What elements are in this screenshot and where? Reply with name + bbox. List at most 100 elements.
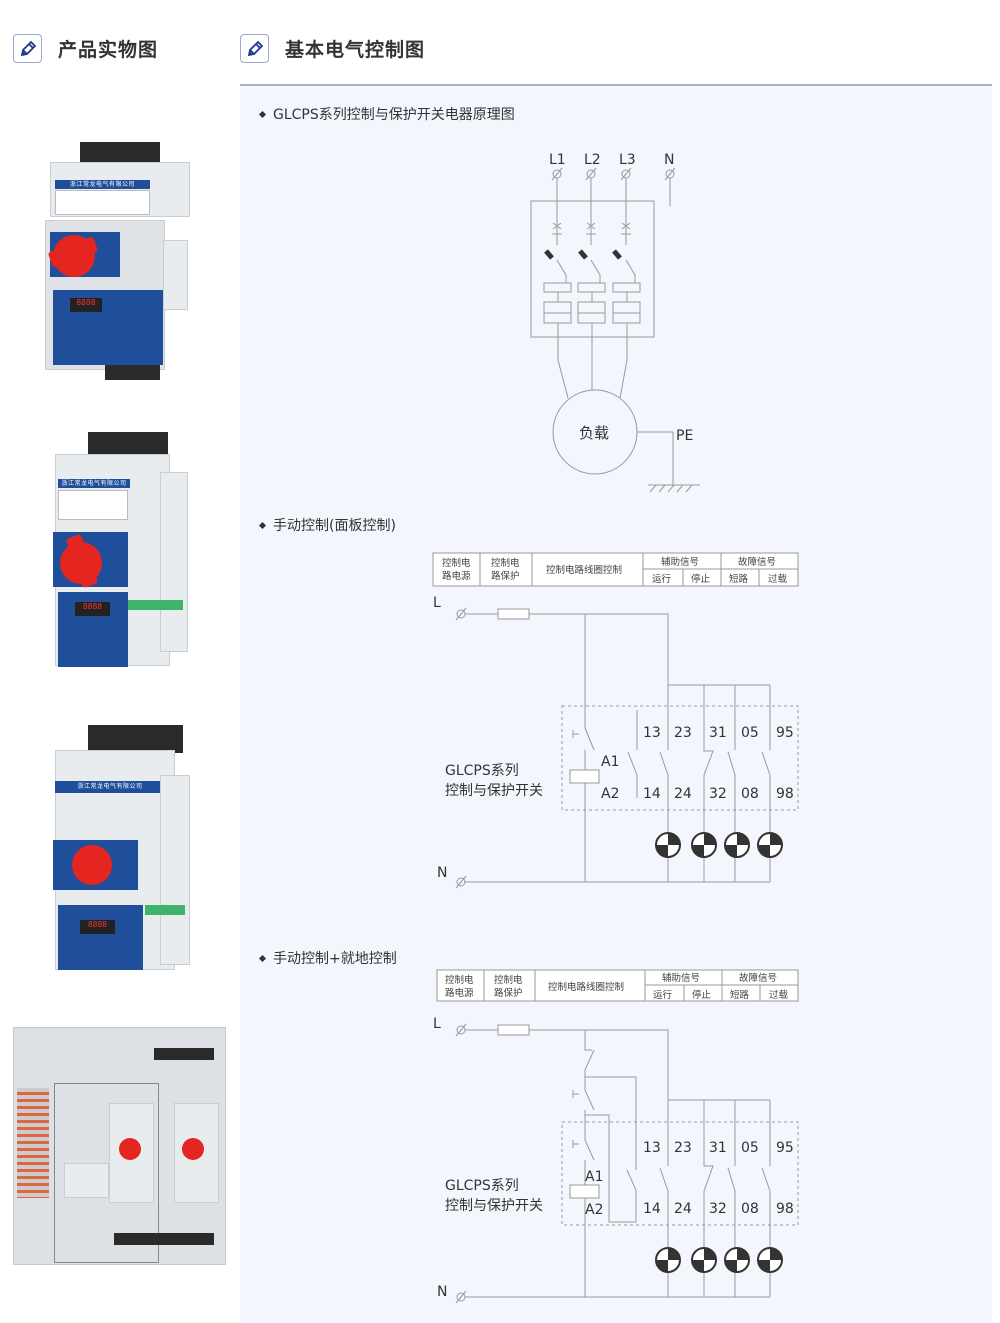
label-a1: A1: [585, 1169, 603, 1185]
svg-text:控制电路线圈控制: 控制电路线圈控制: [548, 981, 624, 993]
terminal-label: 32: [709, 786, 727, 802]
device-box: [561, 1121, 799, 1226]
terminal-label: 08: [741, 1201, 759, 1217]
svg-text:控制电: 控制电: [494, 974, 523, 986]
svg-text:辅助信号: 辅助信号: [662, 972, 700, 984]
diagram-manual: [455, 607, 799, 889]
display-readout: 8888: [80, 920, 115, 934]
svg-text:运行: 运行: [652, 573, 672, 585]
svg-text:路电源: 路电源: [445, 987, 474, 999]
header-product-photos: 产品实物图: [13, 34, 158, 63]
signal-lamp-icon: [655, 1247, 681, 1273]
label-n: N: [664, 152, 674, 168]
label-l3: L3: [619, 152, 636, 168]
signal-lamp-icon: [691, 832, 717, 858]
svg-text:路保护: 路保护: [494, 987, 523, 999]
svg-text:控制电路线圈控制: 控制电路线圈控制: [546, 564, 622, 576]
control-switch: [584, 614, 595, 882]
svg-text:短路: 短路: [729, 573, 749, 585]
terminal-label: 24: [674, 786, 692, 802]
svg-text:控制电: 控制电: [445, 974, 474, 986]
label-l2: L2: [584, 152, 601, 168]
terminal-label: 31: [709, 725, 727, 741]
label-a2: A2: [585, 1202, 603, 1218]
fuse: [497, 1024, 530, 1036]
signal-lamp-icon: [757, 1247, 783, 1273]
terminal-label: 05: [741, 725, 759, 741]
terminal-label: 14: [643, 786, 661, 802]
device-name: 控制与保护开关: [445, 783, 543, 799]
subtitle-text: 手动控制(面板控制): [273, 518, 396, 534]
svg-text:故障信号: 故障信号: [739, 972, 777, 984]
pencil-icon: [13, 34, 42, 63]
switch-box: [530, 200, 655, 338]
subtitle-principle: GLCPS系列控制与保护开关电器原理图: [258, 104, 515, 124]
label-load: 负载: [579, 424, 609, 442]
terminal-label: 13: [643, 1140, 661, 1156]
product-photo-2: 浙江常龙电气有限公司 8888: [50, 432, 190, 672]
svg-text:过载: 过载: [768, 573, 788, 585]
phase-lines: [543, 178, 641, 399]
label-l: L: [433, 1016, 441, 1032]
signal-lamp-icon: [691, 1247, 717, 1273]
terminals: [551, 167, 676, 181]
terminal-label: 05: [741, 1140, 759, 1156]
header-control-diagrams: 基本电气控制图: [240, 34, 425, 63]
terminal-label: 98: [776, 786, 794, 802]
ground-icon: [649, 484, 693, 493]
product-photo-3: 浙江常龙电气有限公司 8888: [50, 725, 190, 975]
terminal-label: 31: [709, 1140, 727, 1156]
label-n: N: [437, 1284, 447, 1300]
diagram-panel: [240, 84, 992, 1323]
pencil-icon: [240, 34, 269, 63]
brand-label: 浙江常龙电气有限公司: [55, 781, 165, 793]
brand-label: 浙江常龙电气有限公司: [55, 180, 150, 189]
table-1: 控制电路电源 控制电路保护 控制电路线圈控制 辅助信号故障信号 运行停止 短路过…: [432, 552, 799, 587]
coil: [569, 1184, 600, 1199]
subtitle-manual: 手动控制(面板控制): [258, 515, 396, 535]
diagram-principle: [530, 167, 700, 493]
display-readout: 8888: [70, 298, 102, 312]
terminal-label: 95: [776, 725, 794, 741]
product-photo-cabinet: [13, 1027, 226, 1265]
terminal-label: 98: [776, 1201, 794, 1217]
terminal-label: 24: [674, 1201, 692, 1217]
terminal-label: 95: [776, 1140, 794, 1156]
device-name: GLCPS系列: [445, 1178, 519, 1194]
coil: [569, 769, 600, 784]
svg-text:控制电: 控制电: [442, 557, 471, 569]
diagram-manual-local: [455, 1023, 799, 1304]
signal-lamp-icon: [724, 1247, 750, 1273]
section-heading: 产品实物图: [58, 39, 159, 61]
svg-text:控制电: 控制电: [491, 557, 520, 569]
label-l: L: [433, 595, 441, 611]
svg-text:过载: 过载: [769, 989, 789, 1001]
terminal-label: 13: [643, 725, 661, 741]
device-name: 控制与保护开关: [445, 1198, 543, 1214]
svg-text:短路: 短路: [730, 989, 750, 1001]
subtitle-manual-local: 手动控制+就地控制: [258, 948, 397, 968]
display-readout: 8888: [75, 602, 110, 616]
signal-lamp-icon: [757, 832, 783, 858]
terminal-label: 08: [741, 786, 759, 802]
device-box: [561, 705, 799, 811]
fuse: [497, 608, 530, 620]
svg-text:运行: 运行: [653, 989, 673, 1001]
terminal-label: 23: [674, 1140, 692, 1156]
svg-text:辅助信号: 辅助信号: [661, 556, 699, 568]
label-pe: PE: [676, 428, 693, 444]
svg-text:停止: 停止: [691, 573, 711, 585]
signal-lamp-icon: [655, 832, 681, 858]
subtitle-text: 手动控制+就地控制: [273, 951, 397, 967]
terminal-label: 23: [674, 725, 692, 741]
subtitle-text: GLCPS系列控制与保护开关电器原理图: [273, 107, 515, 123]
signal-lamp-icon: [724, 832, 750, 858]
terminal-label: 14: [643, 1201, 661, 1217]
svg-text:路电源: 路电源: [442, 570, 471, 582]
brand-label: 浙江常龙电气有限公司: [58, 479, 130, 488]
section-heading: 基本电气控制图: [285, 39, 426, 61]
label-a2: A2: [601, 786, 619, 802]
label-l1: L1: [549, 152, 566, 168]
table-2: 控制电路电源 控制电路保护 控制电路线圈控制 辅助信号故障信号 运行停止 短路过…: [436, 969, 799, 1002]
